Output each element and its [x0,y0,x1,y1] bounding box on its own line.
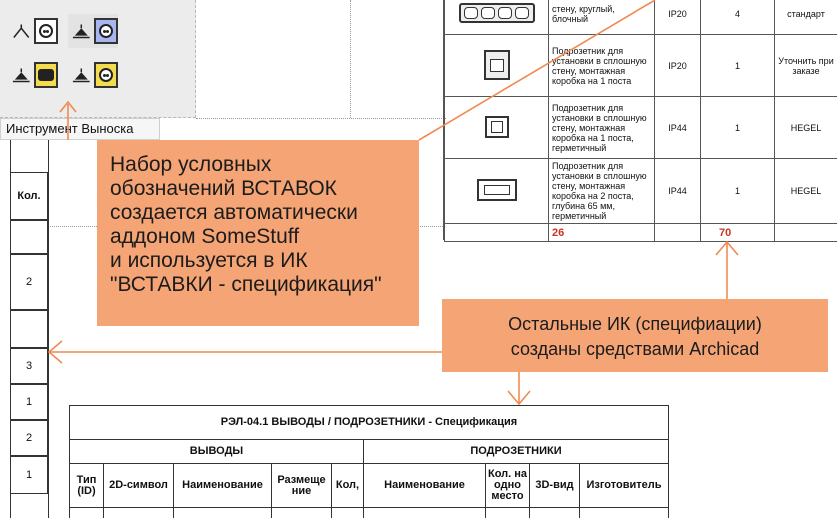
table-cell [10,220,48,254]
socket-yellow-dark-icon [33,62,58,88]
manufacturer-cell: HEGEL [774,158,837,224]
manufacturer-cell: HEGEL [774,96,837,159]
table-cell-qty: 2 [10,420,48,456]
tooltip-label: Инструмент Выноска [0,118,160,140]
column-header: Наименование [363,463,486,508]
socket-fill-icon [72,68,90,83]
name-cell: Подрозетник для установки в сплошную сте… [548,158,655,224]
name-cell: стену, круглый, блочный [548,0,655,35]
socket-fill-icon [72,24,90,39]
table-row: Подрозетник для установки в сплошную сте… [444,34,837,97]
symbol-cell [444,96,549,159]
arrow-head [47,340,63,364]
total-right: 70 [700,223,775,242]
group-header-boxes: ПОДРОЗЕТНИКИ [363,439,669,464]
column-header-qty: Кол. [10,172,48,220]
column-header: 2D-символ [103,463,174,508]
guide-line-top [196,118,446,119]
table-row: Подрозетник для установки в сплошную сте… [444,96,837,159]
name-cell: Подрозетник для установки в сплошную сте… [548,96,655,159]
socket-white-icon [33,18,58,44]
qty-cell: 4 [700,0,775,35]
qty-cell: 1 [700,158,775,224]
table-cell [774,223,837,242]
table-row: стену, круглый, блочный IP20 4 стандарт [444,0,837,35]
callout-line: Набор условных [110,153,272,176]
callout-line: "ВСТАВКИ - спецификация" [110,273,382,296]
callout-line: и используется в ИК [110,249,308,272]
box-single-icon [483,49,510,80]
group-header-outputs: ВЫВОДЫ [69,439,364,464]
ip-cell: IP20 [654,0,701,35]
box-sealed-icon [484,115,509,138]
column-header: Изготовитель [579,463,669,508]
column-header: Тип (ID) [69,463,104,508]
callout-line: обозначений ВСТАВОК [110,177,337,200]
tool-socket-yellow-dark[interactable] [8,58,58,92]
table-border [48,140,49,518]
ip-cell: IP20 [654,34,701,97]
manufacturer-cell: Уточнить при заказе [774,34,837,97]
callout-insert-symbols: Набор условных обозначений ВСТАВОК созда… [97,140,419,326]
table-cell [444,223,549,242]
total-left: 26 [548,223,655,242]
tool-socket-yellow[interactable] [68,58,118,92]
box-quad-icon [458,2,535,23]
table-row [69,507,669,518]
callout-line: аддоном SomeStuff [110,225,300,248]
qty-cell: 1 [700,34,775,97]
table-row-total: 26 70 [444,223,837,242]
socket-fill-icon [12,68,30,83]
symbol-cell [444,0,549,35]
column-header: Размеще ние [271,463,332,508]
table-group-row: ВЫВОДЫ ПОДРОЗЕТНИКИ [69,439,669,464]
qty-cell: 1 [700,96,775,159]
socket-yellow-icon [93,62,118,88]
callout-line: Остальные ИК (специфиации) [508,314,762,334]
table-cell [10,310,48,348]
name-cell: Подрозетник для установки в сплошную сте… [548,34,655,97]
symbol-cell [444,158,549,224]
table-cell-qty: 2 [10,254,48,310]
arrow-head [715,240,739,256]
table-row: Подрозетник для установки в сплошную сте… [444,158,837,224]
column-header: Наименование [173,463,272,508]
outputs-boxes-spec-table: РЭЛ-04.1 ВЫВОДЫ / ПОДРОЗЕТНИКИ - Специфи… [69,405,669,518]
ip-cell: IP44 [654,158,701,224]
table-title-row: РЭЛ-04.1 ВЫВОДЫ / ПОДРОЗЕТНИКИ - Специфи… [69,405,669,440]
table-title: РЭЛ-04.1 ВЫВОДЫ / ПОДРОЗЕТНИКИ - Специфи… [69,405,669,440]
callout-line: созданы средствами Archicad [510,339,760,359]
column-header: 3D-вид [529,463,580,508]
socket-box-spec-table: стену, круглый, блочный IP20 4 стандарт … [443,0,837,242]
arrow-head [507,390,531,406]
manufacturer-cell: стандарт [774,0,837,35]
insert-symbol-toolbox [0,0,196,118]
symbol-cell [444,34,549,97]
tool-socket-blue[interactable] [68,14,118,48]
table-cell-qty: 1 [10,456,48,494]
column-header: Кол. на одно место [485,463,530,508]
callout-other-schedules: Остальные ИК (специфиации) созданы средс… [442,299,828,372]
table-cell-qty: 3 [10,348,48,384]
column-header: Кол, [331,463,364,508]
socket-line-icon [13,24,30,38]
callout-line: создается автоматически [110,201,358,224]
box-double-icon [476,179,517,201]
tool-socket-white[interactable] [8,14,58,48]
table-header-row: Тип (ID) 2D-символ Наименование Размеще … [69,463,669,508]
table-cell-qty: 1 [10,384,48,420]
guide-line-vertical [350,0,351,118]
table-cell [654,223,701,242]
socket-blue-icon [93,18,118,44]
ip-cell: IP44 [654,96,701,159]
